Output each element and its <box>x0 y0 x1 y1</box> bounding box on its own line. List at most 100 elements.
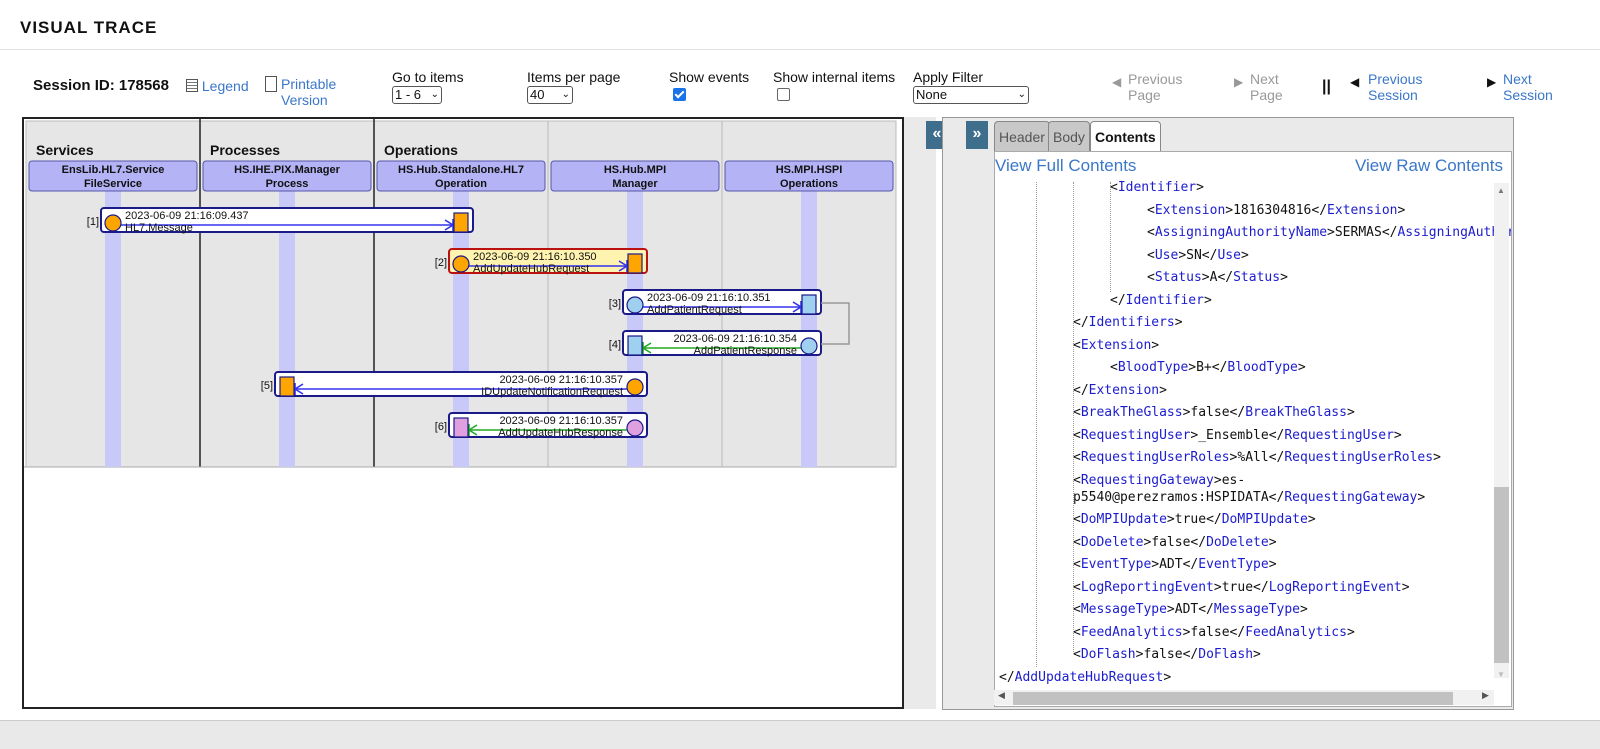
xml-bracket: > <box>1203 292 1212 308</box>
next-session-button[interactable]: ▶ Next Session <box>1487 71 1553 103</box>
xml-tag-name: BreakTheGlass <box>1080 405 1183 420</box>
message-time: 2023-06-09 21:16:10.357 <box>499 415 623 427</box>
scroll-left-icon[interactable]: ◀ <box>998 690 1005 700</box>
xml-tag-name: Use <box>1154 247 1179 263</box>
xml-tag-name: Identifiers <box>1088 315 1175 330</box>
xml-tag-name: BreakTheGlass <box>1245 405 1347 420</box>
message-box[interactable] <box>448 412 648 438</box>
xml-bracket: < <box>1147 270 1155 285</box>
column-header[interactable] <box>202 160 372 192</box>
tab-body[interactable]: Body <box>1048 121 1090 151</box>
column-header[interactable] <box>550 160 720 192</box>
previous-session-button[interactable]: ◀ Previous Session <box>1350 71 1422 103</box>
xml-tag-name: DoFlash <box>1080 647 1136 662</box>
xml-bracket: </ <box>999 669 1015 685</box>
message-end-marker <box>627 253 643 274</box>
xml-bracket: </ <box>1253 579 1269 595</box>
xml-bracket: </ <box>1198 602 1214 617</box>
vertical-scroll-thumb[interactable] <box>1494 487 1509 663</box>
prev-page-line-1: Previous <box>1128 71 1183 87</box>
xml-bracket: < <box>1073 472 1081 488</box>
column-header[interactable] <box>28 160 198 192</box>
message-index: [2] <box>435 257 447 269</box>
xml-bracket: > <box>1163 669 1172 685</box>
xml-line: </Identifier> <box>1110 293 1212 308</box>
message-box[interactable] <box>622 289 822 315</box>
message-start-marker <box>626 378 644 396</box>
xml-tag-name: EventType <box>1198 557 1269 572</box>
next-page-button[interactable]: ▶ Next Page <box>1234 71 1283 103</box>
message-box[interactable] <box>622 330 822 356</box>
message-index: [4] <box>609 339 621 351</box>
items-per-page-select[interactable]: 40⌄ <box>527 86 573 104</box>
column-header-line2: Manager <box>612 178 658 190</box>
collapse-right-button[interactable]: » <box>966 121 988 149</box>
show-internal-checkbox[interactable] <box>777 88 790 104</box>
group-label: Processes <box>210 142 280 158</box>
horizontal-scroll-thumb[interactable] <box>1013 692 1453 705</box>
message-end-marker <box>453 212 469 233</box>
pause-button[interactable]: || <box>1322 78 1331 95</box>
message-start-marker <box>800 337 818 355</box>
message-box[interactable] <box>100 207 474 233</box>
tab-contents[interactable]: Contents <box>1090 121 1161 151</box>
scroll-up-icon[interactable]: ▲ <box>1497 186 1505 195</box>
xml-bracket: </ <box>1110 292 1126 308</box>
message-box[interactable] <box>274 371 648 397</box>
message-time: 2023-06-09 21:16:10.354 <box>673 333 797 345</box>
xml-bracket: </ <box>1073 382 1089 398</box>
xml-bracket: > <box>1297 360 1306 375</box>
xml-bracket: < <box>1073 602 1081 617</box>
message-name: AddUpdateHubRequest <box>473 263 589 275</box>
xml-bracket: < <box>1073 579 1081 595</box>
xml-viewer[interactable]: <Identifier><Extension>1816304816</Exten… <box>995 180 1511 685</box>
chevron-down-icon: ⌄ <box>561 89 570 100</box>
xml-bracket: </ <box>1268 427 1285 443</box>
xml-bracket: > <box>1346 624 1355 640</box>
xml-indent-guide <box>1036 182 1037 667</box>
legend-link[interactable]: Legend <box>186 78 249 94</box>
request-response-connector <box>821 302 850 345</box>
scroll-down-icon[interactable]: ▼ <box>1497 670 1505 679</box>
triangle-left-icon: ◀ <box>1112 75 1122 89</box>
xml-bracket: < <box>1110 360 1118 375</box>
lifeline <box>279 189 295 467</box>
xml-bracket: < <box>1073 337 1081 353</box>
xml-bracket: > <box>1346 405 1355 420</box>
xml-bracket: </ <box>1229 405 1246 420</box>
message-index: [5] <box>261 380 273 392</box>
column-header-line1: HS.MPI.HSPI <box>776 164 843 176</box>
message-box[interactable] <box>448 248 648 274</box>
show-events-label: Show events <box>669 69 750 85</box>
column-header[interactable] <box>724 160 894 192</box>
message-start-marker <box>626 296 644 314</box>
goto-select[interactable]: 1 - 6⌄ <box>392 86 442 104</box>
scroll-right-icon[interactable]: ▶ <box>1482 690 1489 700</box>
next-session-line-2: Session <box>1503 87 1553 103</box>
xml-text: %All <box>1237 450 1269 465</box>
xml-line: <RequestingUserRoles>%All</RequestingUse… <box>1073 450 1441 465</box>
show-events-checkbox[interactable] <box>673 88 686 104</box>
column-header-line1: HS.Hub.Standalone.HL7 <box>398 164 524 176</box>
xml-tag-name: DoMPIUpdate <box>1221 512 1308 527</box>
column-header[interactable] <box>376 160 546 192</box>
filter-select[interactable]: None⌄ <box>913 86 1029 104</box>
session-id: Session ID: 178568 <box>33 77 169 94</box>
xml-tag-name: LogReportingEvent <box>1268 579 1402 595</box>
xml-bracket: > <box>1417 489 1426 505</box>
view-raw-contents-link[interactable]: View Raw Contents <box>1354 156 1503 175</box>
xml-bracket: > <box>1166 602 1175 617</box>
printable-version-link[interactable]: Printable Version <box>265 76 336 108</box>
apply-filter-label: Apply Filter <box>913 69 984 85</box>
tab-header[interactable]: Header <box>994 121 1050 151</box>
message-name: AddPatientResponse <box>694 345 797 357</box>
previous-page-button[interactable]: ◀ Previous Page <box>1112 71 1182 103</box>
xml-line: <RequestingGateway>es- <box>1073 473 1245 488</box>
next-session-line-1: Next <box>1503 71 1532 87</box>
view-full-contents-link[interactable]: View Full Contents <box>995 156 1137 175</box>
xml-text: false <box>1190 405 1230 420</box>
xml-bracket: < <box>1073 624 1081 640</box>
xml-bracket: < <box>1073 647 1081 662</box>
